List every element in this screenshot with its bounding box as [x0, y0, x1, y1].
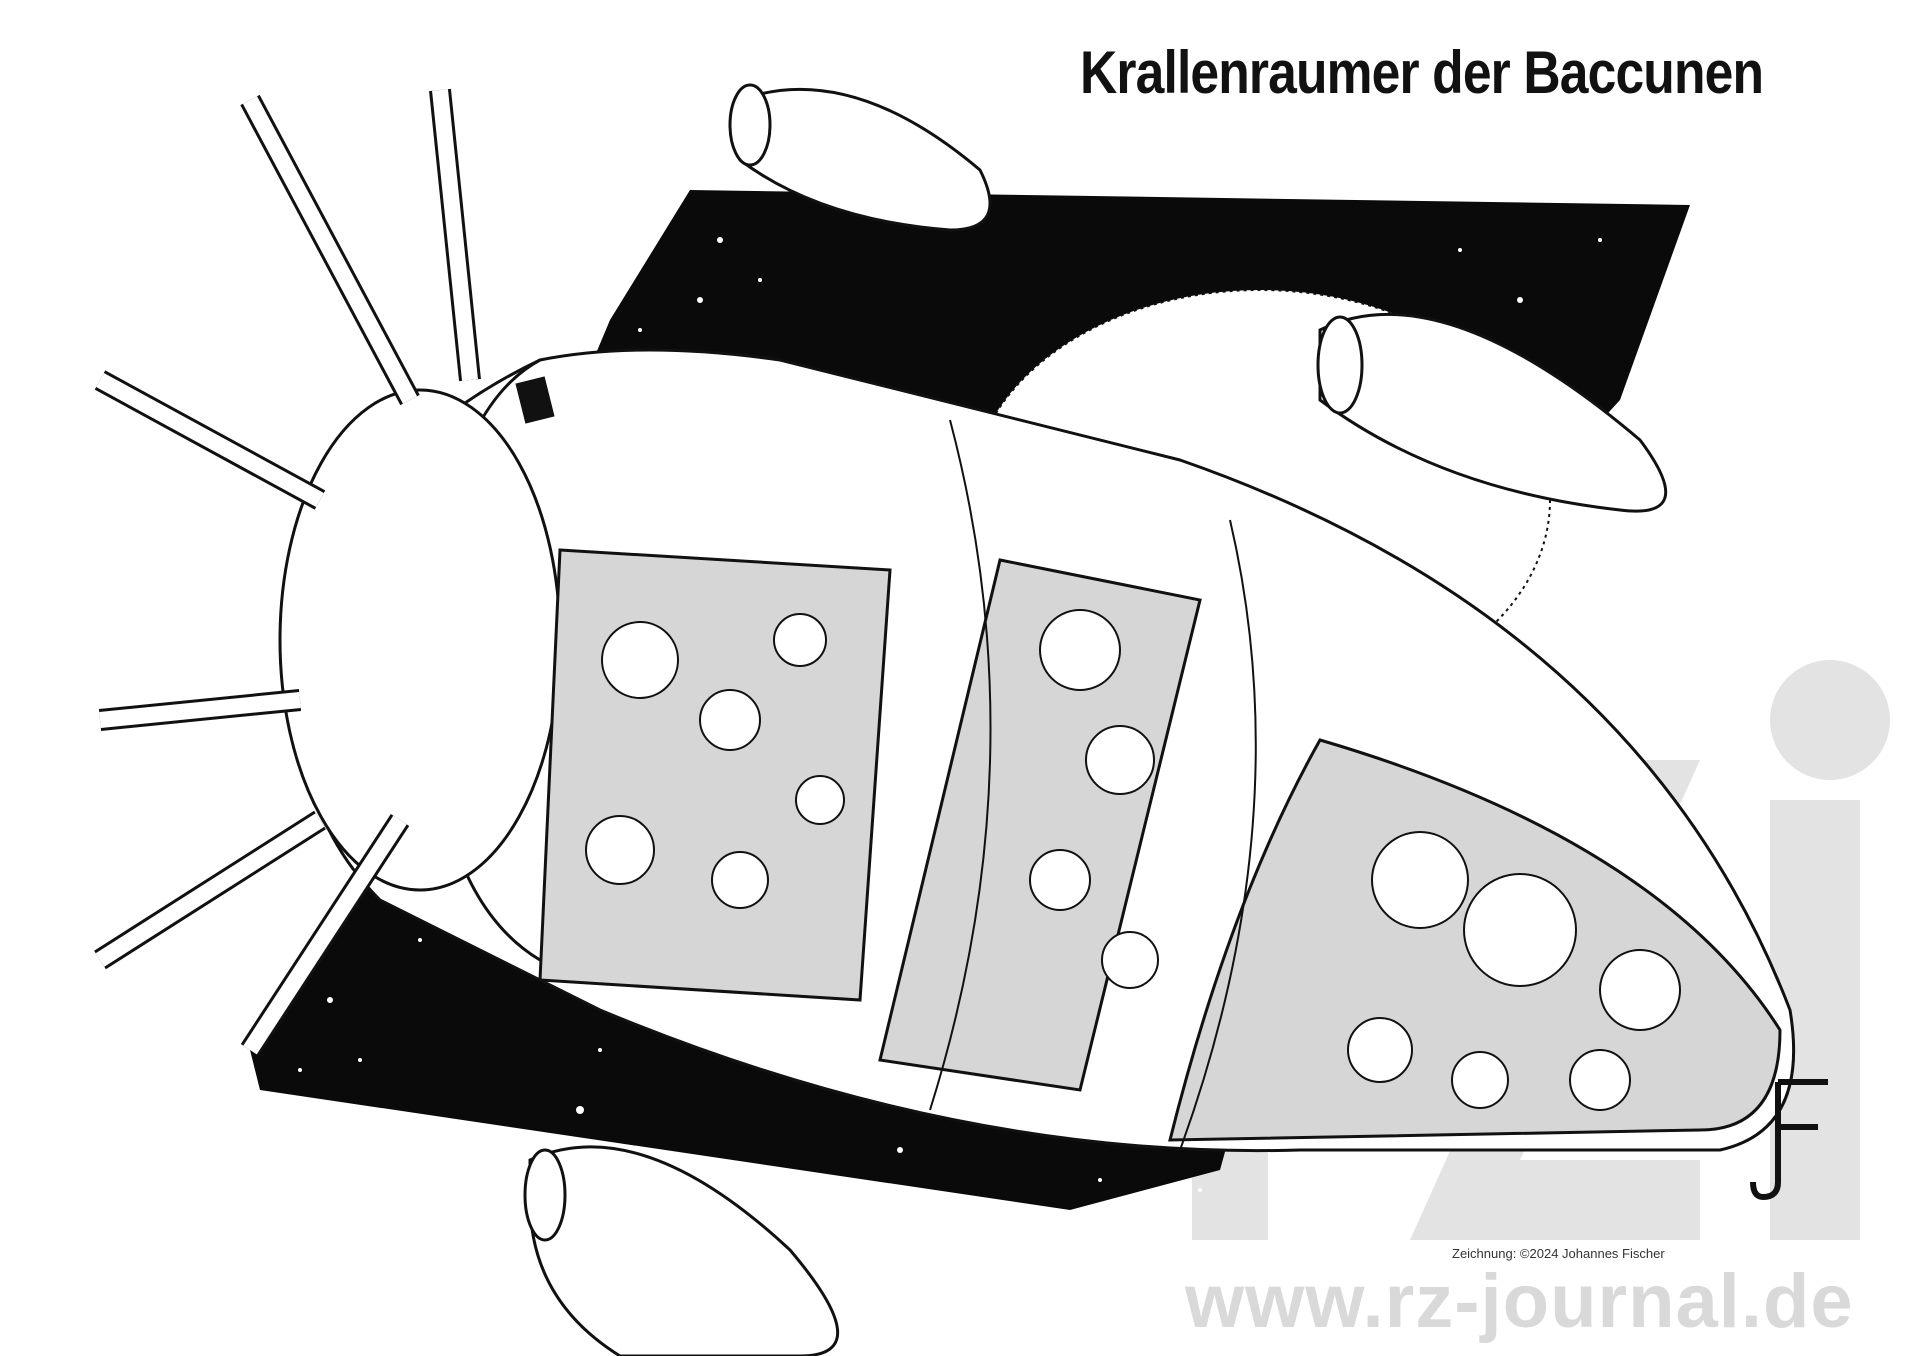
escort-ship-bottom [523, 1145, 839, 1356]
machinery [585, 609, 1681, 1111]
stars [298, 237, 1602, 1192]
artist-credit: Zeichnung: ©2024 Johannes Fischer [1452, 1246, 1665, 1261]
jf-signature-icon [1750, 1079, 1828, 1201]
website-watermark: www.rz-journal.de [1185, 1259, 1854, 1344]
escort-ship-right [1316, 312, 1668, 513]
claw-arms-inner [95, 89, 478, 1055]
escort-ship-top [728, 83, 992, 232]
page-title: Krallenraumer der Baccunen [1080, 39, 1764, 106]
